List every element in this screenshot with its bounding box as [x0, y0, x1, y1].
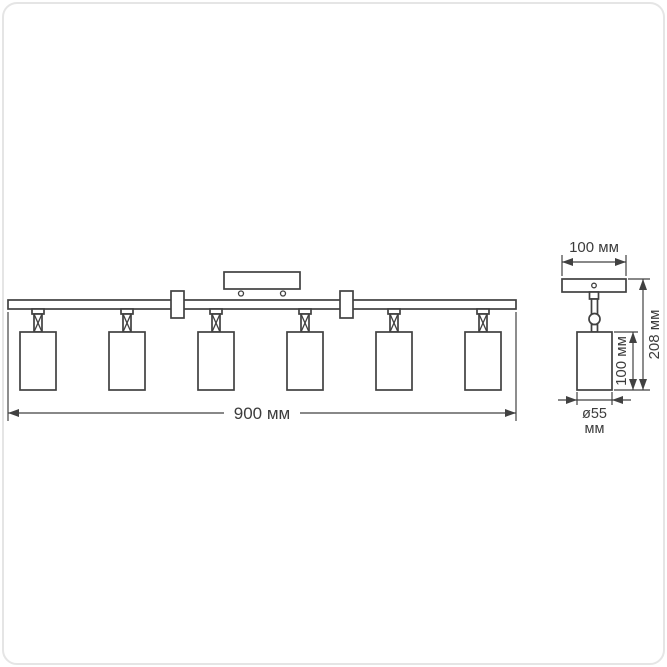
lamp-1 — [19, 308, 57, 391]
dim-label-diameter-unit: мм — [585, 421, 605, 437]
side-plate-screw — [591, 282, 597, 289]
lamp-5 — [375, 308, 413, 391]
lamp-2 — [108, 308, 146, 391]
side-stem-neck — [590, 298, 599, 315]
dimension-plate-width: 100 мм — [561, 239, 627, 276]
lamp-6 — [464, 308, 502, 391]
dimension-lamp-height: 100 мм — [613, 331, 638, 390]
bar-clamp-left — [170, 290, 185, 319]
mount-bar — [7, 299, 517, 310]
bar-clamp-right — [339, 290, 354, 319]
dimension-lamp-diameter: ø55 мм — [558, 392, 631, 437]
side-stem-lower — [590, 323, 599, 333]
arrow-right — [505, 409, 516, 417]
dim-label-plate-width: 100 мм — [569, 239, 619, 256]
ceiling-canopy — [223, 271, 301, 290]
side-swivel-joint — [588, 312, 601, 326]
dim-label-lamp-height: 100 мм — [613, 336, 630, 386]
canopy-screw-right — [279, 290, 287, 297]
lamp-4 — [286, 308, 324, 391]
dim-label-total-width: 900 мм — [234, 404, 290, 423]
side-stem-foot — [588, 291, 600, 300]
side-view — [561, 278, 627, 391]
front-view — [7, 271, 517, 391]
side-lamp-shade — [576, 331, 613, 391]
lamp-3 — [197, 308, 235, 391]
dimension-total-width: 900 мм — [7, 312, 517, 423]
dimension-total-height: 208 мм — [614, 278, 663, 391]
canopy-screw-left — [237, 290, 245, 297]
dim-label-total-height: 208 мм — [646, 310, 663, 360]
arrow-left — [8, 409, 19, 417]
dim-label-diameter-value: ø55 — [582, 406, 607, 422]
side-ceiling-plate — [561, 278, 627, 293]
